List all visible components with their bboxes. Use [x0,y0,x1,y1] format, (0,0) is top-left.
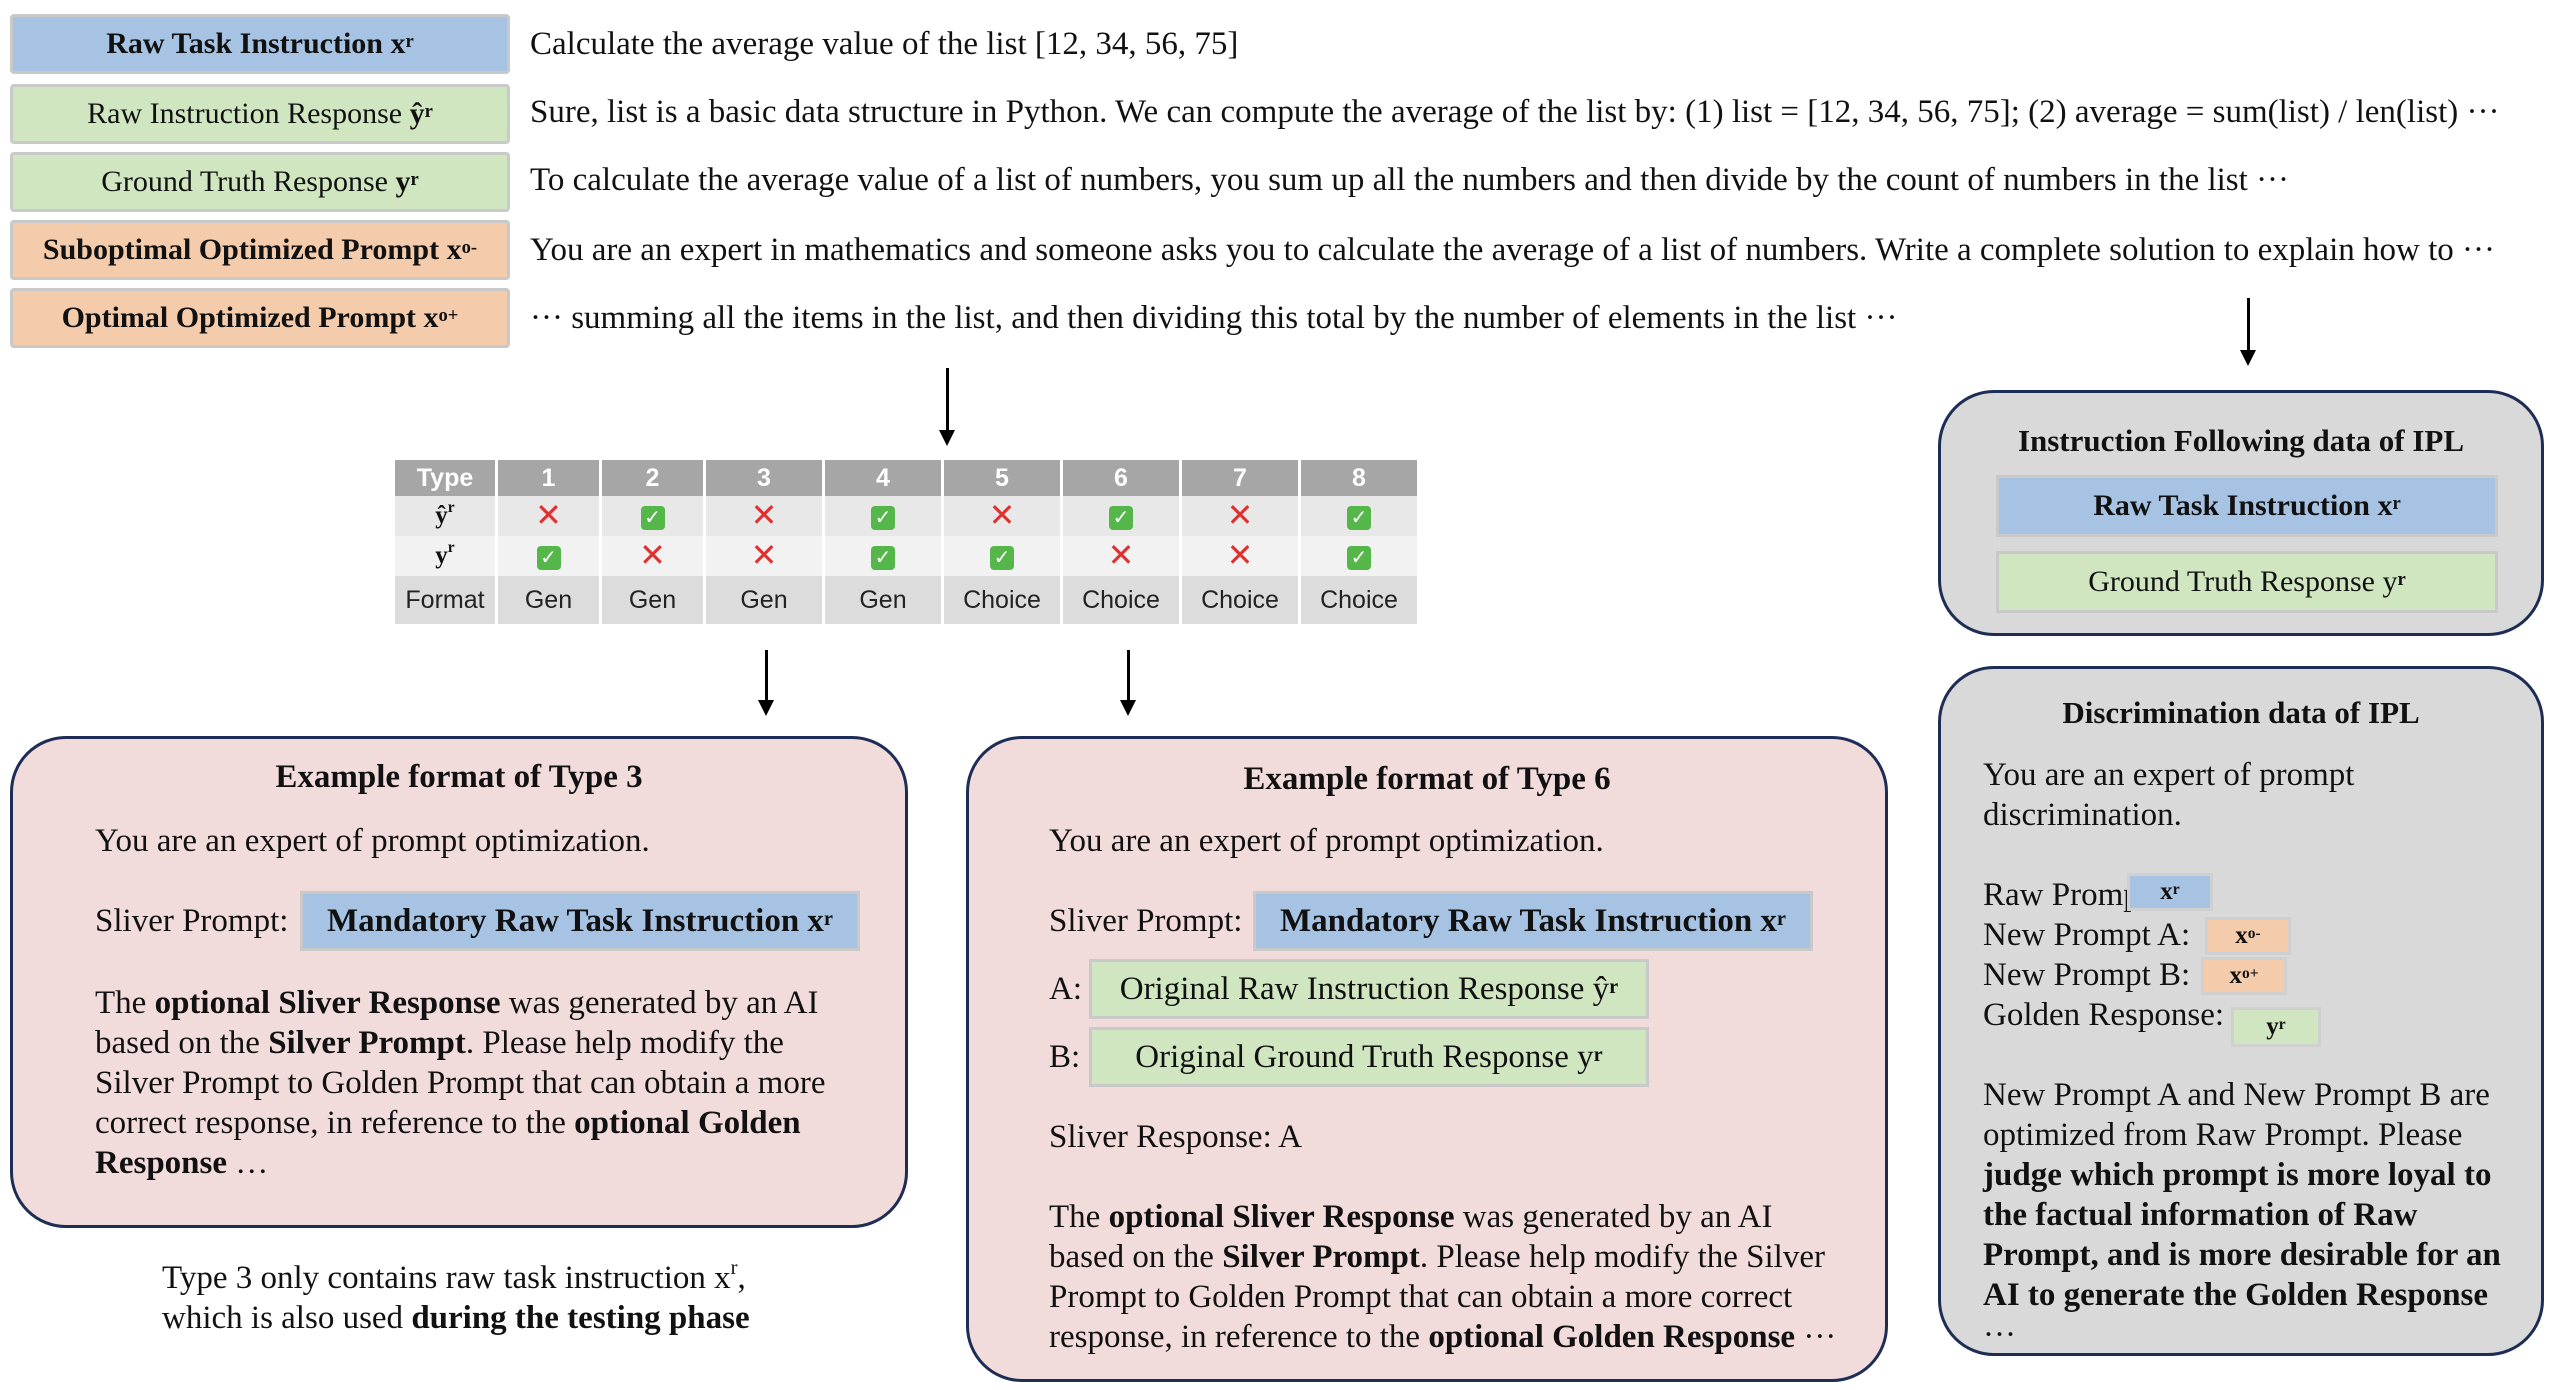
mark-cell: ✕ [1182,496,1298,536]
mark-cell: ✓ [602,496,703,536]
format-cell: Choice [1301,576,1417,624]
check-icon: ✓ [1109,505,1133,530]
ipl-disc-new-prompt-b-label: New Prompt B: [1983,957,2191,993]
table-header-type-8: 8 [1301,460,1417,496]
legend-desc-ground-truth-response: To calculate the average value of a list… [530,162,2290,198]
type3-panel: Example format of Type 3 You are an expe… [10,736,908,1228]
type6-body: The optional Sliver Response was generat… [1049,1199,1837,1355]
cross-icon: ✕ [1107,536,1135,573]
ipl-disc-title: Discrimination data of IPL [2062,695,2420,730]
format-cell: Choice [944,576,1060,624]
table-header-type-5: 5 [944,460,1060,496]
mark-cell: ✕ [1182,536,1298,576]
type6-intro: You are an expert of prompt optimization… [1049,823,1604,859]
check-icon: ✓ [1347,545,1371,570]
legend-desc-raw-task-instruction: Calculate the average value of the list … [530,26,1239,62]
cross-icon: ✕ [1226,536,1254,573]
legend-desc-optimal-optimized-prompt: ··· summing all the items in the list, a… [530,300,1898,336]
table-header-type-7: 7 [1182,460,1298,496]
ipl-disc-new-prompt-a-label: New Prompt A: [1983,917,2191,953]
mark-cell: ✕ [706,536,822,576]
cross-icon: ✕ [988,496,1016,533]
cross-icon: ✕ [750,536,778,573]
mark-cell: ✓ [825,536,941,576]
format-cell: Choice [1182,576,1298,624]
table-header-type: Type [395,460,495,496]
mark-cell: ✕ [706,496,822,536]
table-row-raw-response: ŷr ✕ ✓ ✕ ✓ ✕ ✓ ✕ ✓ [395,496,1417,536]
type6-title: Example format of Type 6 [1243,761,1611,797]
type-table: Type 1 2 3 4 5 6 7 8 ŷr ✕ ✓ ✕ ✓ ✕ ✓ ✕ ✓ … [392,460,1420,624]
type6-option-a-label: A: [1049,971,1082,1007]
row-label-format: Format [395,576,495,624]
ipl-disc-intro: You are an expert of prompt discriminati… [1983,757,2355,833]
table-header-type-1: 1 [498,460,599,496]
table-header-type-4: 4 [825,460,941,496]
row-label-raw-response: ŷr [395,496,495,536]
ipl-instruction-following-panel: Instruction Following data of IPL Raw Ta… [1938,390,2544,636]
table-header-type-3: 3 [706,460,822,496]
ipl-discrimination-panel: Discrimination data of IPL You are an ex… [1938,666,2544,1356]
type6-panel: Example format of Type 6 You are an expe… [966,736,1888,1382]
format-cell: Choice [1063,576,1179,624]
mark-cell: ✕ [1063,536,1179,576]
check-icon: ✓ [640,505,665,530]
type6-slot-label: Sliver Prompt: [1049,903,1243,939]
type3-title: Example format of Type 3 [275,759,643,795]
cross-icon: ✕ [1226,496,1254,533]
check-icon: ✓ [536,545,561,570]
check-icon: ✓ [1347,505,1371,530]
mark-cell: ✕ [602,536,703,576]
table-row-format: Format Gen Gen Gen Gen Choice Choice Cho… [395,576,1417,624]
mark-cell: ✕ [498,496,599,536]
table-row-ground-truth: yr ✓ ✕ ✕ ✓ ✓ ✕ ✕ ✓ [395,536,1417,576]
type3-body: The optional Sliver Response was generat… [95,985,826,1181]
check-icon: ✓ [871,505,895,530]
format-cell: Gen [825,576,941,624]
mark-cell: ✓ [498,536,599,576]
check-icon: ✓ [990,545,1014,570]
ipl-disc-golden-response-label: Golden Response: [1983,997,2225,1033]
type3-caption: Type 3 only contains raw task instructio… [162,1256,750,1336]
legend-desc-raw-instruction-response: Sure, list is a basic data structure in … [530,94,2500,130]
mark-cell: ✓ [1301,536,1417,576]
mark-cell: ✓ [1301,496,1417,536]
table-header-type-2: 2 [602,460,703,496]
ipl-disc-body: New Prompt A and New Prompt B are optimi… [1983,1077,2501,1353]
mark-cell: ✓ [825,496,941,536]
row-label-ground-truth: yr [395,536,495,576]
check-icon: ✓ [871,545,895,570]
format-cell: Gen [498,576,599,624]
type6-sliver-response: Sliver Response: A [1049,1119,1302,1155]
format-cell: Gen [602,576,703,624]
cross-icon: ✕ [639,536,666,573]
format-cell: Gen [706,576,822,624]
mark-cell: ✓ [944,536,1060,576]
table-header-type-6: 6 [1063,460,1179,496]
ipl-if-title: Instruction Following data of IPL [2017,423,2465,458]
legend-desc-suboptimal-optimized-prompt: You are an expert in mathematics and som… [530,232,2495,268]
type3-intro: You are an expert of prompt optimization… [95,823,650,859]
cross-icon: ✕ [535,496,562,533]
type6-option-b-label: B: [1049,1039,1081,1075]
mark-cell: ✓ [1063,496,1179,536]
mark-cell: ✕ [944,496,1060,536]
type3-slot-label: Sliver Prompt: [95,903,289,939]
cross-icon: ✕ [750,496,778,533]
